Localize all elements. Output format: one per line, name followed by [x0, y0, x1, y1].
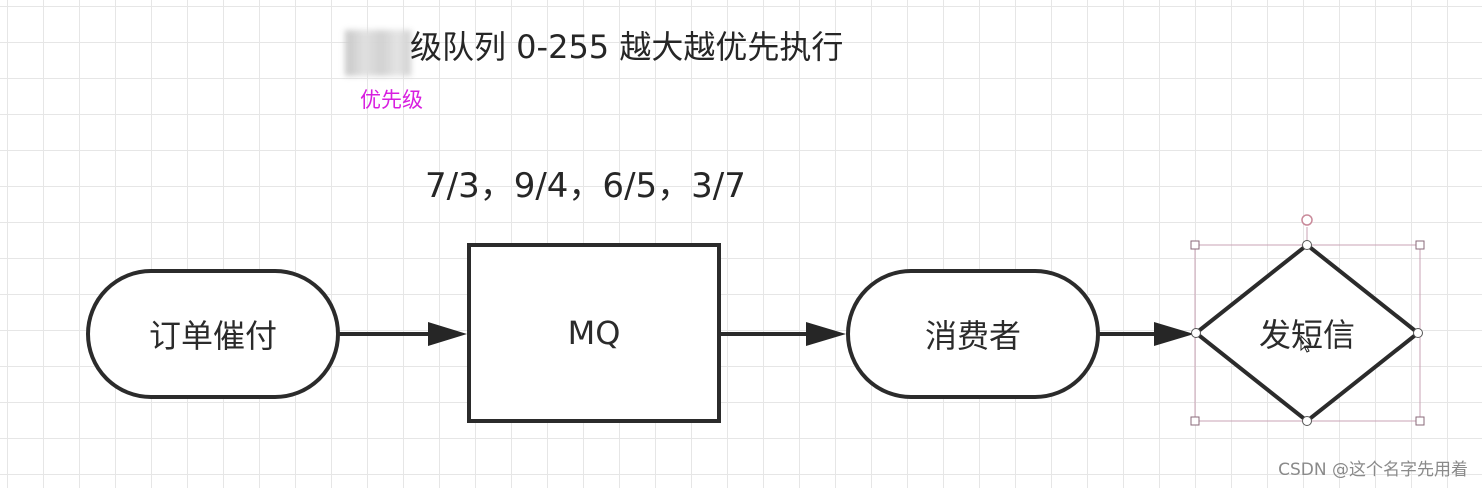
annotation-note: 优先级 [360, 88, 423, 112]
consumer-label: 消费者 [924, 317, 1021, 355]
page-heading: 级队列 0-255 越大越优先执行 [410, 28, 844, 66]
rotate-handle[interactable] [1301, 214, 1313, 226]
connector-mq-to-consumer [719, 322, 846, 346]
order-reminder-label: 订单催付 [148, 317, 277, 355]
resize-handle-top-left[interactable] [1190, 240, 1200, 250]
resize-handle-bottom-right[interactable] [1415, 416, 1425, 426]
connection-point-bottom[interactable] [1302, 416, 1312, 426]
priority-values: 7/3，9/4，6/5，3/7 [425, 166, 746, 206]
mq-label: MQ [567, 314, 621, 352]
watermark: CSDN @这个名字先用着 [1278, 460, 1468, 480]
blurred-region [345, 30, 411, 76]
connection-point-right[interactable] [1413, 328, 1423, 338]
send-sms-label: 发短信 [1258, 316, 1355, 354]
connector-consumer-to-sms [1098, 322, 1194, 346]
connection-point-top[interactable] [1302, 240, 1312, 250]
cursor-icon [1300, 334, 1313, 353]
connection-point-left[interactable] [1191, 328, 1201, 338]
resize-handle-top-right[interactable] [1415, 240, 1425, 250]
connector-order-to-mq [338, 322, 467, 346]
resize-handle-bottom-left[interactable] [1190, 416, 1200, 426]
mq-shape[interactable] [467, 243, 721, 423]
